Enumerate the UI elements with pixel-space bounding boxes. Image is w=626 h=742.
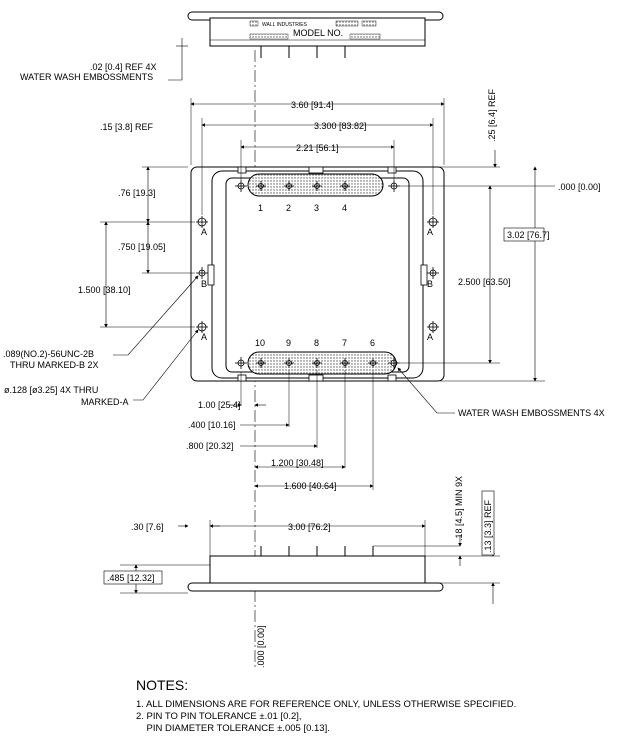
- pin-number: 6: [370, 338, 375, 348]
- pin-number: 3: [314, 203, 319, 213]
- pin-number: 4: [342, 203, 347, 213]
- brand-text: WALL INDUSTRIES: [262, 22, 308, 28]
- pin-number: 2: [286, 203, 291, 213]
- pin-number: 10: [255, 338, 265, 348]
- dim-overall-width: 3.60 [91.4]: [291, 100, 334, 110]
- dim-pin-800: .800 [20.32]: [186, 441, 234, 451]
- top-view: WALL INDUSTRIES MODEL NO. .02 [0.4] REF …: [20, 11, 444, 82]
- hole-note-line1: ø.128 [ø3.25] 4X THRU: [4, 385, 98, 395]
- pin-number: 9: [286, 338, 291, 348]
- model-text: MODEL NO.: [293, 28, 343, 38]
- hole-note-line2: MARKED-A: [81, 397, 129, 407]
- dim-ref-13: .13 [3.3] REF: [483, 499, 493, 553]
- pin-number: 1: [258, 203, 263, 213]
- dim-overall-height: 3.02 [76.7]: [507, 230, 550, 240]
- side-view: .30 [7.6] 3.00 [76.2] .18 [4.5] MIN 9X .…: [103, 476, 500, 604]
- dim-origin-x: .000 [0.00]: [558, 182, 601, 192]
- dim-pin-min: .18 [4.5] MIN 9X: [454, 476, 464, 541]
- dim-ref-top: .25 [6.4] REF: [487, 88, 497, 142]
- dim-hole-a-b: .750 [19.05]: [118, 242, 166, 252]
- dim-pin-row-spacing: 2.500 [63.50]: [458, 277, 511, 287]
- dim-origin-y: .000 [0.00]: [256, 625, 266, 668]
- thread-note-line1: .089(NO.2)-56UNC-2B: [3, 349, 94, 359]
- note-line: 2. PIN TO PIN TOLERANCE ±.01 [0.2],: [136, 711, 302, 722]
- plan-view: A B A A B A 1 2 3 4 10 9 8 7 6: [3, 88, 605, 491]
- hole-label: A: [427, 332, 433, 342]
- dim-side-ref: .30 [7.6]: [131, 522, 164, 532]
- dim-mount-spacing: 3.300 [83.82]: [314, 121, 367, 131]
- dim-origin-offset: 1.00 [25.4]: [198, 400, 241, 410]
- dim-pin-span: 2.21 [56.1]: [296, 143, 339, 153]
- pin-number: 7: [342, 338, 347, 348]
- note-line: PIN DIAMETER TOLERANCE ±.005 [0.13].: [136, 723, 330, 734]
- notes-title: NOTES:: [136, 677, 188, 693]
- dim-hole-a-a: 1.500 [38.10]: [78, 285, 131, 295]
- dim-pin-1200: 1.200 [30.48]: [271, 458, 324, 468]
- hole-label: B: [427, 279, 433, 289]
- pin-number: 8: [314, 338, 319, 348]
- dim-pin-1600: 1.600 [40.64]: [284, 481, 337, 491]
- note-line: 1. ALL DIMENSIONS ARE FOR REFERENCE ONLY…: [136, 699, 516, 710]
- hole-label: A: [201, 332, 207, 342]
- wash-emboss-note: WATER WASH EMBOSSMENTS 4X: [458, 408, 605, 418]
- emboss-ref-label: WATER WASH EMBOSSMENTS: [20, 72, 153, 82]
- thread-note-line2: THRU MARKED-B 2X: [10, 360, 99, 370]
- dim-ref-left: .15 [3.8] REF: [100, 122, 154, 132]
- dim-side-height: .485 [12.32]: [107, 573, 155, 583]
- hole-label: A: [427, 227, 433, 237]
- dim-top-offset: .76 [19.3]: [118, 188, 156, 198]
- pin-row-top-emboss: [247, 173, 384, 197]
- hole-label: A: [201, 227, 207, 237]
- emboss-ref-note: .02 [0.4] REF 4X: [90, 62, 157, 72]
- dim-pin-400: .400 [10.16]: [188, 420, 236, 430]
- dim-body-width: 3.00 [76.2]: [288, 522, 331, 532]
- hole-label: B: [201, 279, 207, 289]
